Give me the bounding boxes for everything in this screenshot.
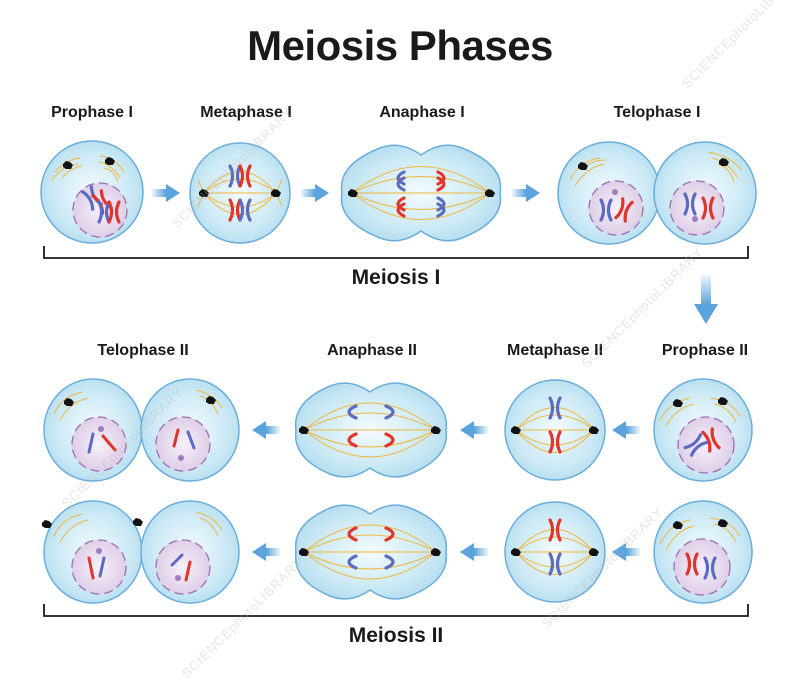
label-metaphase-1: Metaphase I — [200, 104, 292, 121]
cell-anaphase-2-a — [294, 382, 448, 478]
cell-telophase-2-a — [43, 378, 240, 482]
cell-telophase-2-b — [42, 500, 240, 604]
bracket-meiosis-2 — [43, 604, 749, 617]
cell-metaphase-2-b — [504, 501, 606, 603]
cell-metaphase-2-a — [504, 379, 606, 481]
cell-prophase-2-a — [653, 378, 753, 482]
arrow-anaphase1-to-telophase1 — [512, 184, 540, 202]
arrow-metaphase2-to-anaphase2-a — [460, 421, 488, 439]
arrow-anaphase2-to-telophase2-a — [252, 421, 280, 439]
arrow-metaphase1-to-anaphase1 — [301, 184, 329, 202]
label-anaphase-1: Anaphase I — [379, 104, 465, 121]
label-metaphase-2: Metaphase II — [506, 342, 604, 359]
arrow-anaphase2-to-telophase2-b — [252, 543, 280, 561]
arrow-metaphase2-to-anaphase2-b — [460, 543, 488, 561]
bracket-meiosis-1 — [43, 246, 749, 259]
label-telophase-2: Telophase II — [97, 342, 189, 359]
page-title: Meiosis Phases — [247, 22, 553, 69]
label-anaphase-2: Anaphase II — [327, 342, 417, 359]
label-telophase-1: Telophase I — [613, 104, 701, 121]
label-meiosis-2: Meiosis II — [348, 624, 444, 647]
cell-prophase-1 — [40, 140, 144, 244]
label-meiosis-1: Meiosis I — [351, 266, 441, 289]
cell-anaphase-2-b — [294, 504, 448, 600]
arrow-prophase1-to-metaphase1 — [152, 184, 180, 202]
label-prophase-2: Prophase II — [661, 342, 749, 359]
arrow-prophase2-to-metaphase2-a — [612, 421, 640, 439]
cell-metaphase-1 — [189, 142, 291, 244]
cell-telophase-1 — [557, 141, 757, 245]
label-prophase-1: Prophase I — [51, 104, 133, 121]
arrow-meiosis1-to-meiosis2 — [694, 275, 718, 324]
cell-anaphase-1 — [340, 144, 502, 242]
arrow-prophase2-to-metaphase2-b — [612, 543, 640, 561]
cell-prophase-2-b — [653, 500, 753, 604]
